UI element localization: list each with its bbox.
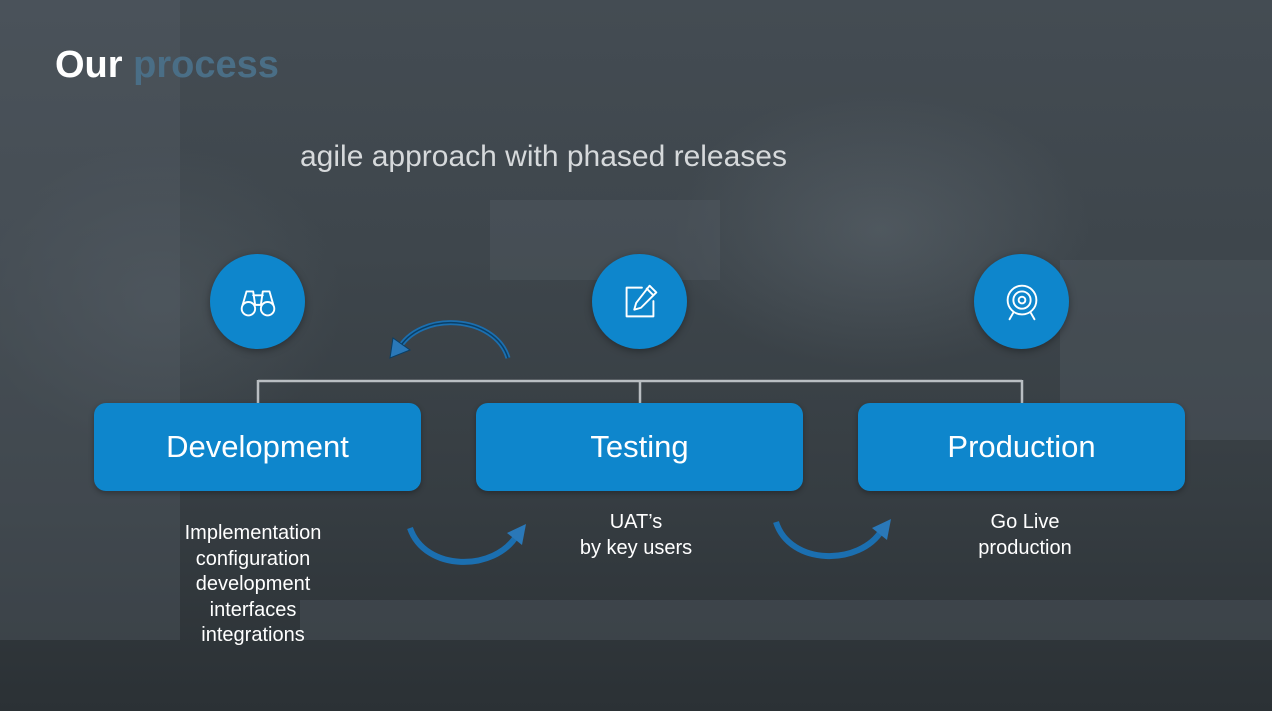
stage-label: Production (947, 429, 1096, 464)
detail-item: by key users (579, 536, 693, 559)
detail-item: interfaces (209, 598, 297, 621)
testing-details: UAT’s by key users (546, 510, 726, 561)
detail-item: integrations (201, 624, 305, 646)
flow-arrow-test-prod (773, 519, 891, 560)
stage-production: Production (858, 403, 1185, 491)
detail-item: development (195, 573, 311, 595)
detail-item: Go Live (990, 511, 1060, 533)
stage-label: Development (166, 429, 349, 464)
connector-bracket (256, 379, 1024, 404)
development-icon-circle (210, 254, 305, 349)
development-details: Implementation configuration development… (158, 521, 348, 649)
production-details: Go Live production (935, 510, 1115, 561)
subtitle: agile approach with phased releases (300, 140, 787, 173)
testing-icon-circle (592, 254, 687, 349)
page-title: Our process (55, 44, 279, 87)
stage-testing: Testing (476, 403, 803, 491)
binoculars-icon (240, 290, 275, 316)
detail-item: production (978, 536, 1072, 559)
title-main: Our (55, 44, 123, 86)
detail-item: Implementation (184, 522, 322, 544)
target-icon (1006, 284, 1037, 320)
production-icon-circle (974, 254, 1069, 349)
title-accent: process (133, 44, 279, 86)
stage-label: Testing (590, 429, 689, 464)
flow-arrow-dev-test (407, 524, 526, 565)
detail-item: UAT’s (609, 511, 663, 533)
edit-icon (625, 284, 657, 317)
feedback-arrow (389, 320, 511, 359)
stage-development: Development (94, 403, 421, 491)
detail-item: configuration (195, 547, 311, 570)
